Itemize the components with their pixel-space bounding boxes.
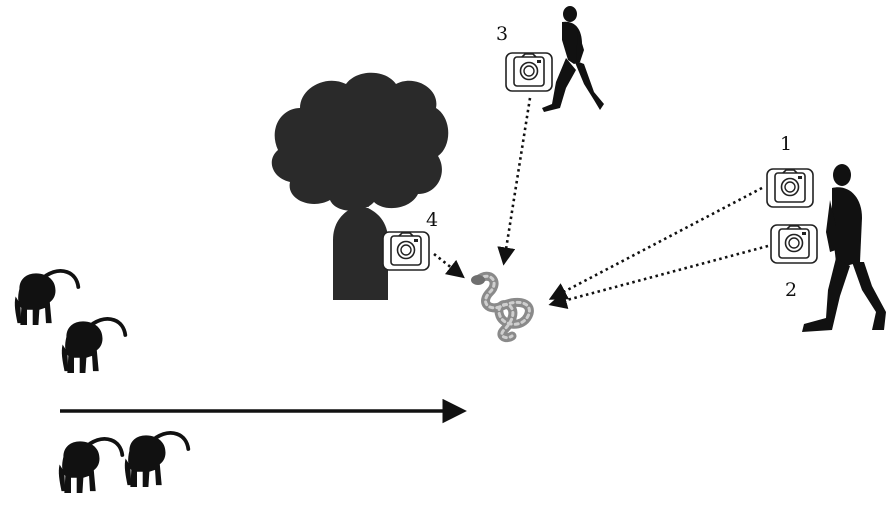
monkey-icon	[59, 317, 128, 375]
sightline-camera-4	[433, 252, 465, 279]
camera-4-label: 4	[426, 209, 438, 231]
camera-1-label: 1	[780, 133, 792, 155]
tree-icon	[271, 72, 449, 300]
camera-2-label: 2	[785, 279, 797, 301]
snake-icon	[471, 271, 534, 343]
camera-icon	[505, 52, 553, 92]
walking-person-icon	[802, 164, 886, 332]
monkey-icon	[122, 431, 191, 489]
walking-person-icon	[542, 6, 604, 112]
sightline-camera-3	[497, 97, 532, 266]
camera-icon	[770, 224, 818, 264]
camera-sightlines	[433, 97, 769, 310]
camera-icon	[382, 231, 430, 271]
monkey-icon	[12, 269, 81, 327]
monkey-icon	[56, 437, 125, 495]
sightline-camera-2	[548, 244, 769, 310]
sightline-camera-1	[548, 186, 763, 300]
camera-icon	[766, 168, 814, 208]
camera-3-label: 3	[496, 23, 508, 45]
